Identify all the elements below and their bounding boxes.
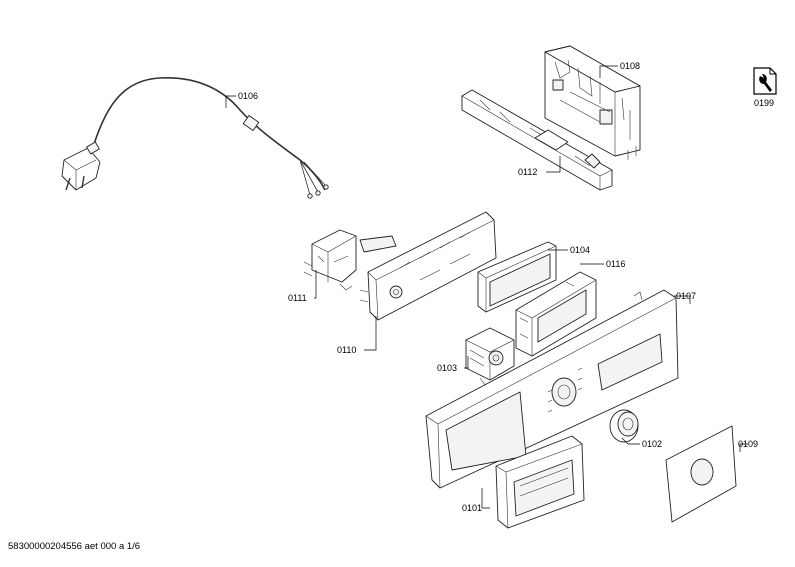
module-bracket-part[interactable] — [461, 89, 613, 191]
display-window-part[interactable] — [477, 241, 557, 313]
decor-panel-part[interactable] — [665, 425, 737, 523]
callout-0199: 0199 — [754, 98, 774, 108]
callout-0107: 0107 — [676, 291, 696, 301]
callout-0109: 0109 — [738, 439, 758, 449]
callout-0103: 0103 — [437, 363, 457, 373]
callout-0110: 0110 — [337, 345, 356, 355]
selector-holder-part[interactable] — [303, 229, 397, 291]
selector-housing-part[interactable] — [465, 327, 515, 387]
control-panel-fascia-part[interactable] — [425, 289, 679, 489]
program-knob-part[interactable] — [609, 409, 639, 443]
display-frame-part[interactable] — [515, 271, 597, 357]
callout-0108: 0108 — [620, 61, 640, 71]
document-code: 58300000204556 aet 000 a 1/6 — [8, 541, 141, 552]
callout-0111: 0111 — [288, 293, 307, 303]
callout-0102: 0102 — [642, 439, 662, 449]
control-board-part[interactable] — [359, 211, 497, 321]
power-cord-part[interactable] — [61, 77, 329, 199]
callout-0116: 0116 — [606, 259, 625, 269]
wrench-service-icon — [753, 67, 777, 95]
callout-0104: 0104 — [570, 245, 590, 255]
control-module-part[interactable] — [544, 45, 641, 160]
drawer-front-part[interactable] — [495, 435, 585, 529]
leader-lines — [225, 65, 748, 509]
callout-labels: 0106 0108 0112 0199 0111 0104 0116 0107 … — [238, 61, 774, 513]
callout-0101: 0101 — [462, 503, 482, 513]
callout-0112: 0112 — [518, 167, 537, 177]
callout-0106: 0106 — [238, 91, 258, 101]
